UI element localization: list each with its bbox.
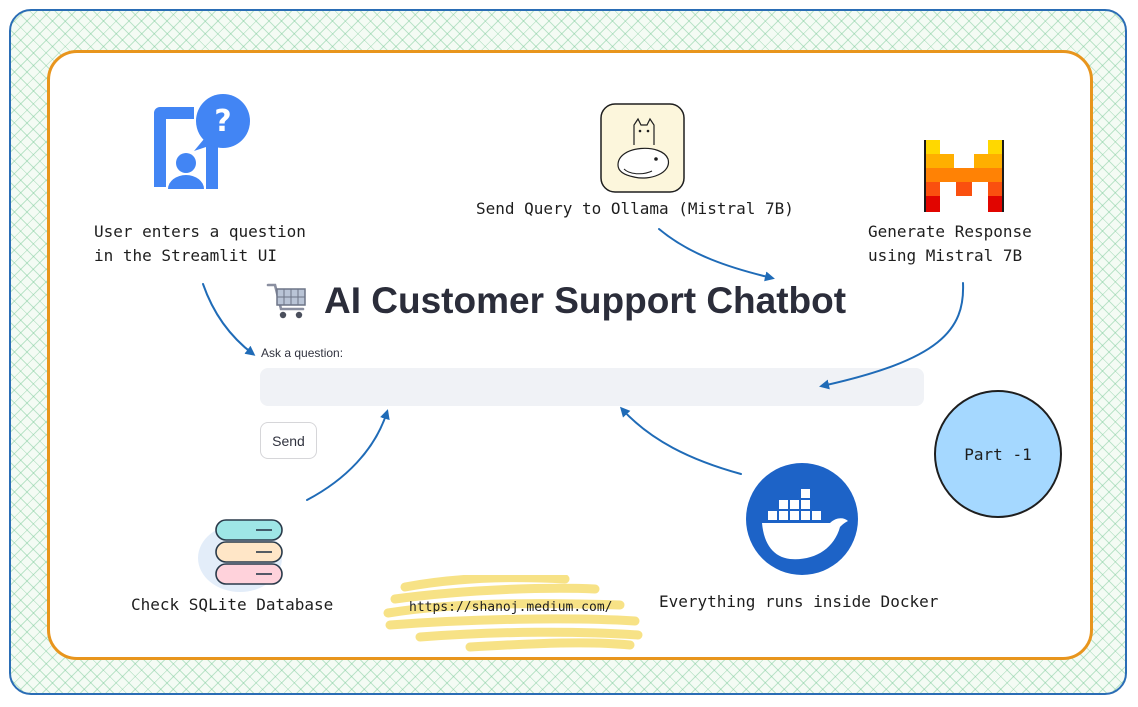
part-label: Part -1 xyxy=(964,444,1032,464)
step-ollama-label: Send Query to Ollama (Mistral 7B) xyxy=(476,199,794,218)
mistral-logo-icon xyxy=(924,140,1004,212)
send-button[interactable]: Send xyxy=(260,422,317,459)
part-badge: Part -1 xyxy=(934,390,1062,518)
user-question-icon: ? xyxy=(154,94,250,189)
question-input[interactable] xyxy=(260,368,924,406)
ollama-llama-icon xyxy=(600,103,685,193)
step-user-label: User enters a question in the Streamlit … xyxy=(94,222,306,265)
docker-whale-icon xyxy=(746,463,858,575)
step-mistral-label: Generate Response using Mistral 7B xyxy=(868,222,1032,265)
shopping-cart-icon xyxy=(266,283,306,319)
url-text: https://shanoj.medium.com/ xyxy=(409,600,613,615)
svg-text:?: ? xyxy=(214,104,231,139)
step-sqlite-label: Check SQLite Database xyxy=(131,595,334,614)
question-label: Ask a question: xyxy=(261,346,344,360)
page-title: AI Customer Support Chatbot xyxy=(324,280,847,321)
highlight-scribble xyxy=(383,575,643,652)
app-title: AI Customer Support Chatbot xyxy=(266,280,846,322)
step-docker-label: Everything runs inside Docker xyxy=(659,592,939,611)
database-icon xyxy=(198,519,283,592)
